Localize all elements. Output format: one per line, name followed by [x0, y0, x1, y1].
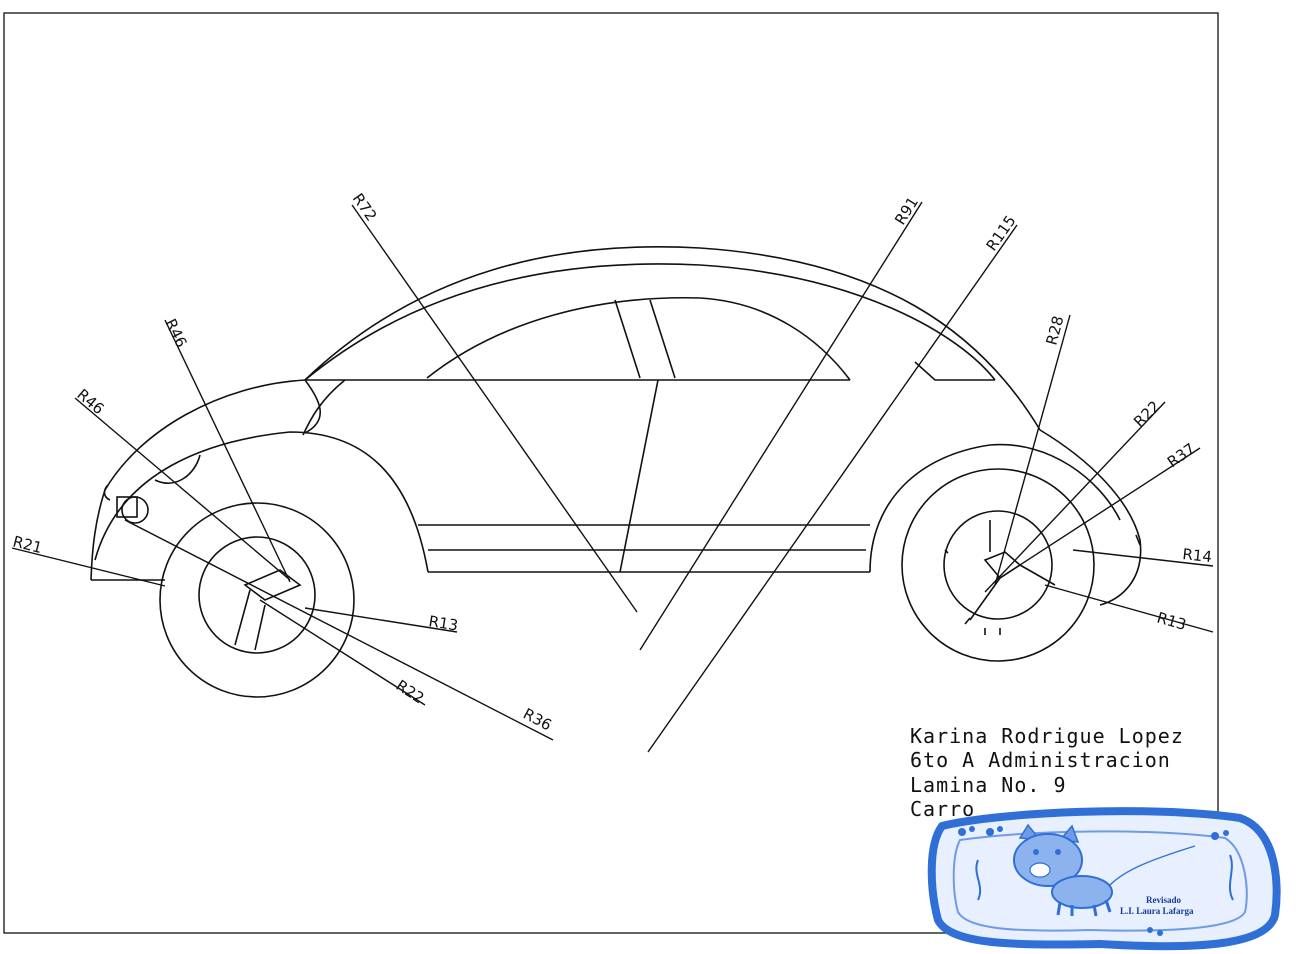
label-r37: R37	[1164, 440, 1199, 472]
leader-r21	[11, 547, 166, 587]
leader-r37	[999, 447, 1201, 579]
front-spokes	[234, 589, 266, 651]
dimension-labels: R72 R91 R115 R46 R46 R21 R13 R22 R36 R28…	[11, 190, 1213, 734]
headlight-arc	[154, 454, 201, 484]
stamp-decorations	[958, 826, 1234, 936]
rear-wheel	[901, 468, 1095, 662]
front-fog-light	[121, 496, 149, 524]
leader-r91	[639, 201, 923, 651]
label-r46-left: R46	[73, 385, 107, 418]
title-group: 6to A Administracion	[910, 748, 1171, 772]
rear-tire	[901, 468, 1095, 662]
title-author: Karina Rodrigue Lopez	[910, 724, 1184, 748]
leader-r22-rear	[984, 401, 1166, 593]
hood-outline	[90, 379, 306, 581]
leader-r36	[124, 519, 554, 741]
leader-r13-front	[304, 607, 458, 633]
review-stamp: Revisado L.I. Laura Lafarga	[927, 807, 1281, 951]
leader-r72	[351, 204, 638, 613]
title-subject: Carro	[910, 797, 976, 821]
rear-window	[914, 361, 995, 381]
label-r21: R21	[11, 532, 44, 557]
leader-r13-rear	[1044, 584, 1214, 633]
label-r22-rear: R22	[1130, 397, 1164, 431]
car-body	[90, 245, 1142, 606]
leader-r14	[1072, 549, 1214, 567]
front-light	[103, 484, 111, 501]
front-fender-arc	[94, 431, 429, 573]
front-wheel	[159, 502, 355, 698]
stamp-inner-border	[952, 830, 1248, 932]
hood-crease	[304, 379, 322, 434]
roof-outer-arc	[304, 245, 1041, 431]
dog-illustration	[1013, 823, 1196, 917]
b-pillar-1	[614, 299, 641, 379]
label-r91: R91	[891, 194, 922, 229]
label-r13-rear: R13	[1155, 609, 1188, 634]
label-r115: R115	[983, 212, 1020, 254]
title-sheet-number: Lamina No. 9	[910, 773, 1067, 797]
leader-r115	[647, 224, 1018, 753]
rear-body-arc	[1039, 429, 1142, 606]
label-r46-upper: R46	[161, 316, 190, 350]
leader-r22-front	[259, 599, 426, 706]
a-pillar	[302, 379, 346, 436]
sheet-border	[3, 12, 1219, 934]
stamp-line1: Revisado	[1146, 895, 1182, 905]
front-tire	[159, 502, 355, 698]
front-rim	[198, 536, 316, 654]
rear-ticks	[944, 549, 1001, 635]
leader-r28	[994, 314, 1071, 586]
dimension-leaders	[11, 201, 1214, 753]
label-r36: R36	[520, 705, 555, 735]
rear-light	[1135, 534, 1141, 546]
label-r14: R14	[1182, 545, 1213, 566]
rear-rim	[943, 510, 1053, 620]
stamp-frame	[927, 807, 1281, 951]
label-r13-front: R13	[427, 612, 459, 634]
stamp-line2: L.I. Laura Lafarga	[1120, 906, 1194, 916]
label-r28: R28	[1042, 314, 1067, 347]
leader-r46-left	[74, 397, 291, 581]
front-hub	[243, 569, 302, 601]
leader-r46-upper	[164, 319, 291, 583]
b-pillar-2	[649, 299, 676, 379]
front-marker	[116, 496, 138, 518]
roof-inner-arc	[304, 263, 996, 381]
door-line	[619, 379, 659, 573]
rear-fender-arc	[869, 443, 1121, 573]
window-top-arc	[426, 296, 851, 381]
